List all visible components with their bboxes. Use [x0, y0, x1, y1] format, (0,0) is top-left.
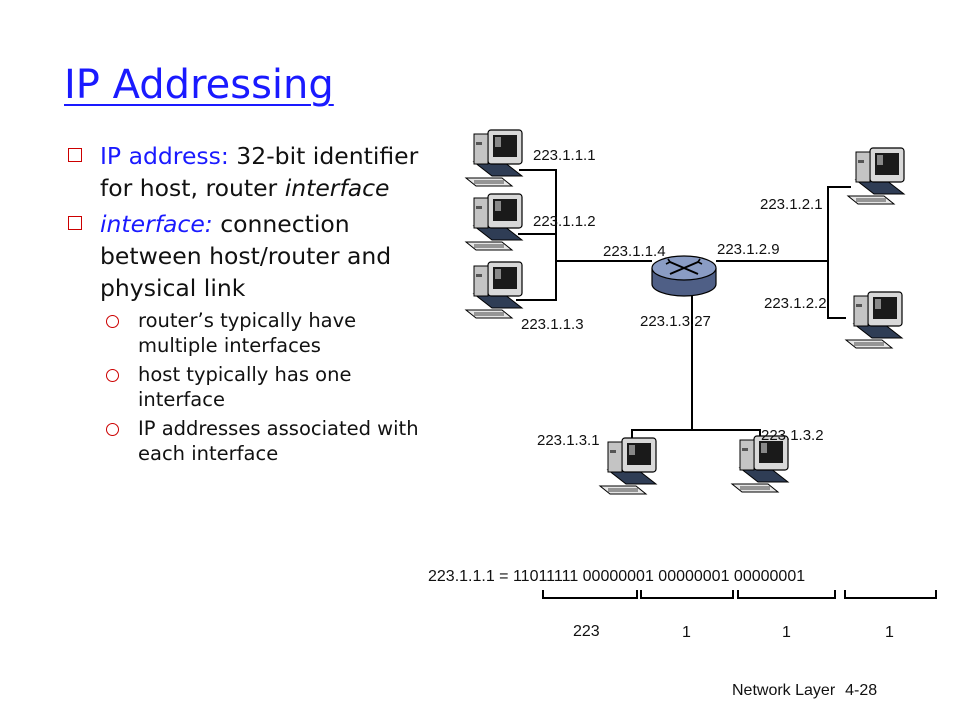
bullet-term: IP address: [100, 142, 237, 170]
ip-label-host: 223.1.3.2 [761, 427, 824, 444]
host-computer-icon [465, 261, 523, 319]
host-computer-icon [465, 129, 523, 187]
bullet-ip-address: IP address: 32-bit identifier for host, … [68, 140, 428, 204]
bullet-list: IP address: 32-bit identifier for host, … [68, 140, 428, 466]
bullet-term: interface: [100, 210, 221, 238]
octet-value: 1 [682, 624, 691, 641]
sub-bullet: IP addresses associated with each interf… [68, 416, 428, 466]
ip-label-host: 223.1.1.1 [533, 147, 596, 164]
octet-value: 1 [885, 624, 894, 641]
octet-value: 223 [573, 623, 600, 640]
sub-bullet-text: host typically has one interface [138, 363, 352, 411]
host-computer-icon [845, 291, 903, 349]
ip-label-host: 223.1.1.3 [521, 316, 584, 333]
circle-bullet-icon [106, 369, 119, 382]
binary-brackets [542, 590, 937, 599]
sub-bullet-text: IP addresses associated with each interf… [138, 417, 419, 465]
footer-page-number: 4-28 [845, 682, 878, 699]
ip-label-router: 223.1.2.9 [717, 241, 780, 258]
host-computer-icon [465, 193, 523, 251]
router-icon [651, 255, 717, 297]
sub-bullet: router’s typically have multiple interfa… [68, 308, 428, 358]
binary-equation: 223.1.1.1 = 11011111 00000001 00000001 0… [428, 568, 806, 585]
ip-label-host: 223.1.2.2 [764, 295, 827, 312]
ip-label-router: 223.1.3.27 [640, 313, 711, 330]
bullet-interface: interface: connection between host/route… [68, 208, 428, 304]
circle-bullet-icon [106, 315, 119, 328]
bullet-italic-text: interface [284, 174, 390, 202]
footer-section: Network Layer [732, 682, 836, 699]
sub-bullet: host typically has one interface [68, 362, 428, 412]
ip-label-host: 223.1.3.1 [537, 432, 600, 449]
circle-bullet-icon [106, 423, 119, 436]
page-title: IP Addressing [64, 62, 334, 108]
sub-bullet-text: router’s typically have multiple interfa… [138, 309, 357, 357]
slide-footer: Network Layer 4-28 [732, 682, 877, 700]
link-subnet-2 [827, 186, 851, 319]
square-bullet-icon [68, 148, 82, 162]
ip-label-host: 223.1.1.2 [533, 213, 596, 230]
ip-label-router: 223.1.1.4 [603, 243, 666, 260]
bullet-text: connection between host/router and physi… [100, 210, 392, 302]
bullet-text: 32-bit identifier for host, router [100, 142, 419, 202]
square-bullet-icon [68, 216, 82, 230]
host-computer-icon [731, 435, 789, 493]
ip-label-host: 223.1.2.1 [760, 196, 823, 213]
host-computer-icon [599, 437, 657, 495]
host-computer-icon [847, 147, 905, 205]
octet-value: 1 [782, 624, 791, 641]
